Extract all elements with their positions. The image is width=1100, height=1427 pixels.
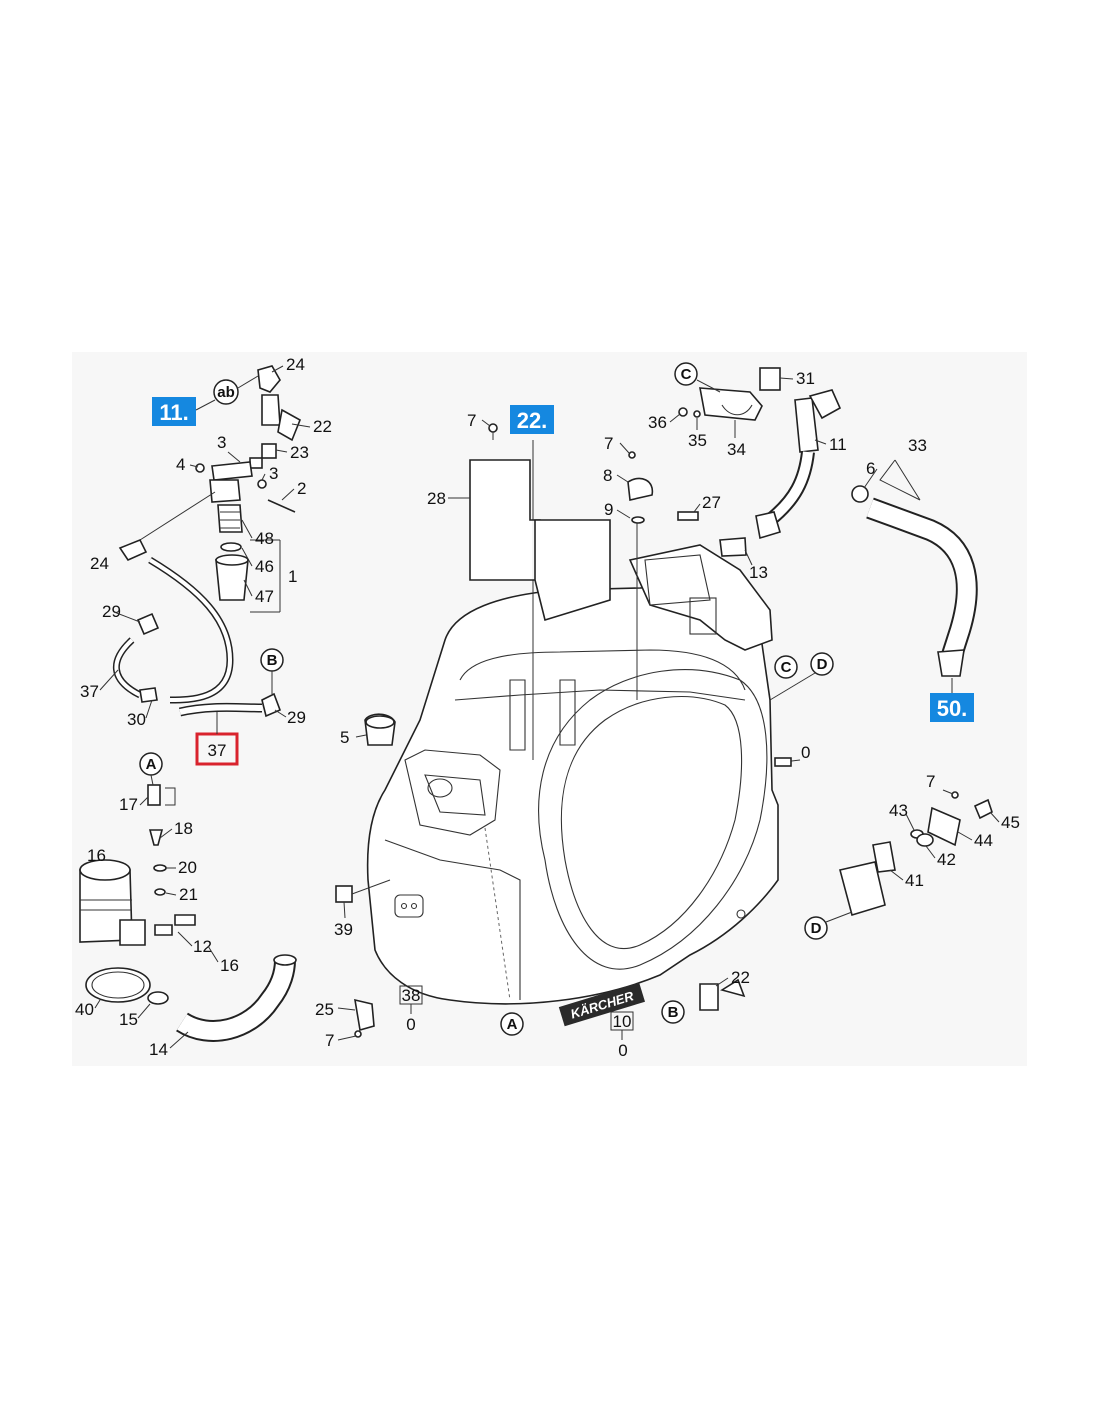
label-7c: 7 xyxy=(604,434,613,453)
label-40: 40 xyxy=(75,1000,94,1019)
ref-a-left: A xyxy=(139,752,163,776)
label-7b: 7 xyxy=(325,1031,334,1050)
label-29b: 29 xyxy=(287,708,306,727)
label-12: 12 xyxy=(193,937,212,956)
label-18: 18 xyxy=(174,819,193,838)
label-9: 9 xyxy=(604,500,613,519)
label-10: 10 xyxy=(613,1012,632,1031)
svg-text:C: C xyxy=(781,659,792,676)
label-1: 1 xyxy=(288,567,297,586)
label-44: 44 xyxy=(974,831,993,850)
label-13: 13 xyxy=(749,563,768,582)
label-24a: 24 xyxy=(286,355,305,374)
label-25: 25 xyxy=(315,1000,334,1019)
svg-text:D: D xyxy=(817,656,828,673)
label-28: 28 xyxy=(427,489,446,508)
svg-text:ab: ab xyxy=(217,384,235,401)
ref-d-mid: D xyxy=(810,652,834,676)
label-48: 48 xyxy=(255,529,274,548)
label-2: 2 xyxy=(297,479,306,498)
label-0b: 0 xyxy=(618,1041,627,1060)
label-34: 34 xyxy=(727,440,746,459)
badge-22-label: 22. xyxy=(517,408,548,433)
label-36: 36 xyxy=(648,413,667,432)
label-7a: 7 xyxy=(467,411,476,430)
label-22a: 22 xyxy=(313,417,332,436)
ref-b-left: B xyxy=(260,648,284,672)
right-parts xyxy=(774,757,993,917)
center-parts xyxy=(335,423,746,1038)
filter-assembly xyxy=(139,365,302,613)
label-16b: 16 xyxy=(220,956,239,975)
ref-c-top: C xyxy=(674,362,698,386)
badge-11-label: 11. xyxy=(159,400,188,425)
label-0a: 0 xyxy=(406,1015,415,1034)
ref-b-bottom: B xyxy=(661,1000,685,1024)
label-3b: 3 xyxy=(269,464,278,483)
svg-text:C: C xyxy=(681,366,692,383)
label-29a: 29 xyxy=(102,602,121,621)
label-46: 46 xyxy=(255,557,274,576)
label-20: 20 xyxy=(178,858,197,877)
ref-c-mid: C xyxy=(774,655,798,679)
label-16a: 16 xyxy=(87,846,106,865)
label-15: 15 xyxy=(119,1010,138,1029)
label-17: 17 xyxy=(119,795,138,814)
ref-d-right: D xyxy=(804,916,828,940)
hose-lines-left xyxy=(113,538,282,718)
main-housing: KÄRCHER xyxy=(366,544,779,1027)
label-11: 11 xyxy=(829,435,847,454)
part-numbers: 24 22 23 3 4 3 2 48 46 1 47 24 29 37 30 … xyxy=(75,355,1020,1060)
label-39: 39 xyxy=(334,920,353,939)
top-right-parts xyxy=(678,367,978,677)
label-31: 31 xyxy=(796,369,815,388)
label-35: 35 xyxy=(688,431,707,450)
badge-22[interactable]: 22. xyxy=(510,405,554,434)
label-37-highlighted: 37 xyxy=(208,741,227,760)
label-30: 30 xyxy=(127,710,146,729)
label-23: 23 xyxy=(290,443,309,462)
label-45: 45 xyxy=(1001,813,1020,832)
svg-text:A: A xyxy=(146,756,157,773)
pump-assembly xyxy=(79,784,297,1042)
svg-text:B: B xyxy=(668,1004,679,1021)
label-24b: 24 xyxy=(90,554,109,573)
label-22b: 22 xyxy=(731,968,750,987)
svg-text:B: B xyxy=(267,652,278,669)
label-0c: 0 xyxy=(801,743,810,762)
label-47: 47 xyxy=(255,587,274,606)
label-37a: 37 xyxy=(80,682,99,701)
label-27: 27 xyxy=(702,493,721,512)
label-5: 5 xyxy=(340,728,349,747)
label-4: 4 xyxy=(176,455,185,474)
label-41: 41 xyxy=(905,871,924,890)
badge-50-label: 50. xyxy=(937,696,968,721)
label-6: 6 xyxy=(866,459,875,478)
ref-a-bottom: A xyxy=(500,1012,524,1036)
svg-text:D: D xyxy=(811,920,822,937)
label-33: 33 xyxy=(908,436,927,455)
label-21: 21 xyxy=(179,885,198,904)
label-43: 43 xyxy=(889,801,908,820)
label-8: 8 xyxy=(603,466,612,485)
label-42: 42 xyxy=(937,850,956,869)
label-38: 38 xyxy=(402,986,421,1005)
badge-50[interactable]: 50. xyxy=(930,693,974,722)
label-14: 14 xyxy=(149,1040,168,1059)
label-3a: 3 xyxy=(217,433,226,452)
label-7d: 7 xyxy=(926,772,935,791)
leader-lines xyxy=(94,365,1000,1049)
badge-11[interactable]: 11. xyxy=(152,397,196,426)
svg-text:A: A xyxy=(507,1016,518,1033)
ref-ab: ab xyxy=(213,379,239,405)
